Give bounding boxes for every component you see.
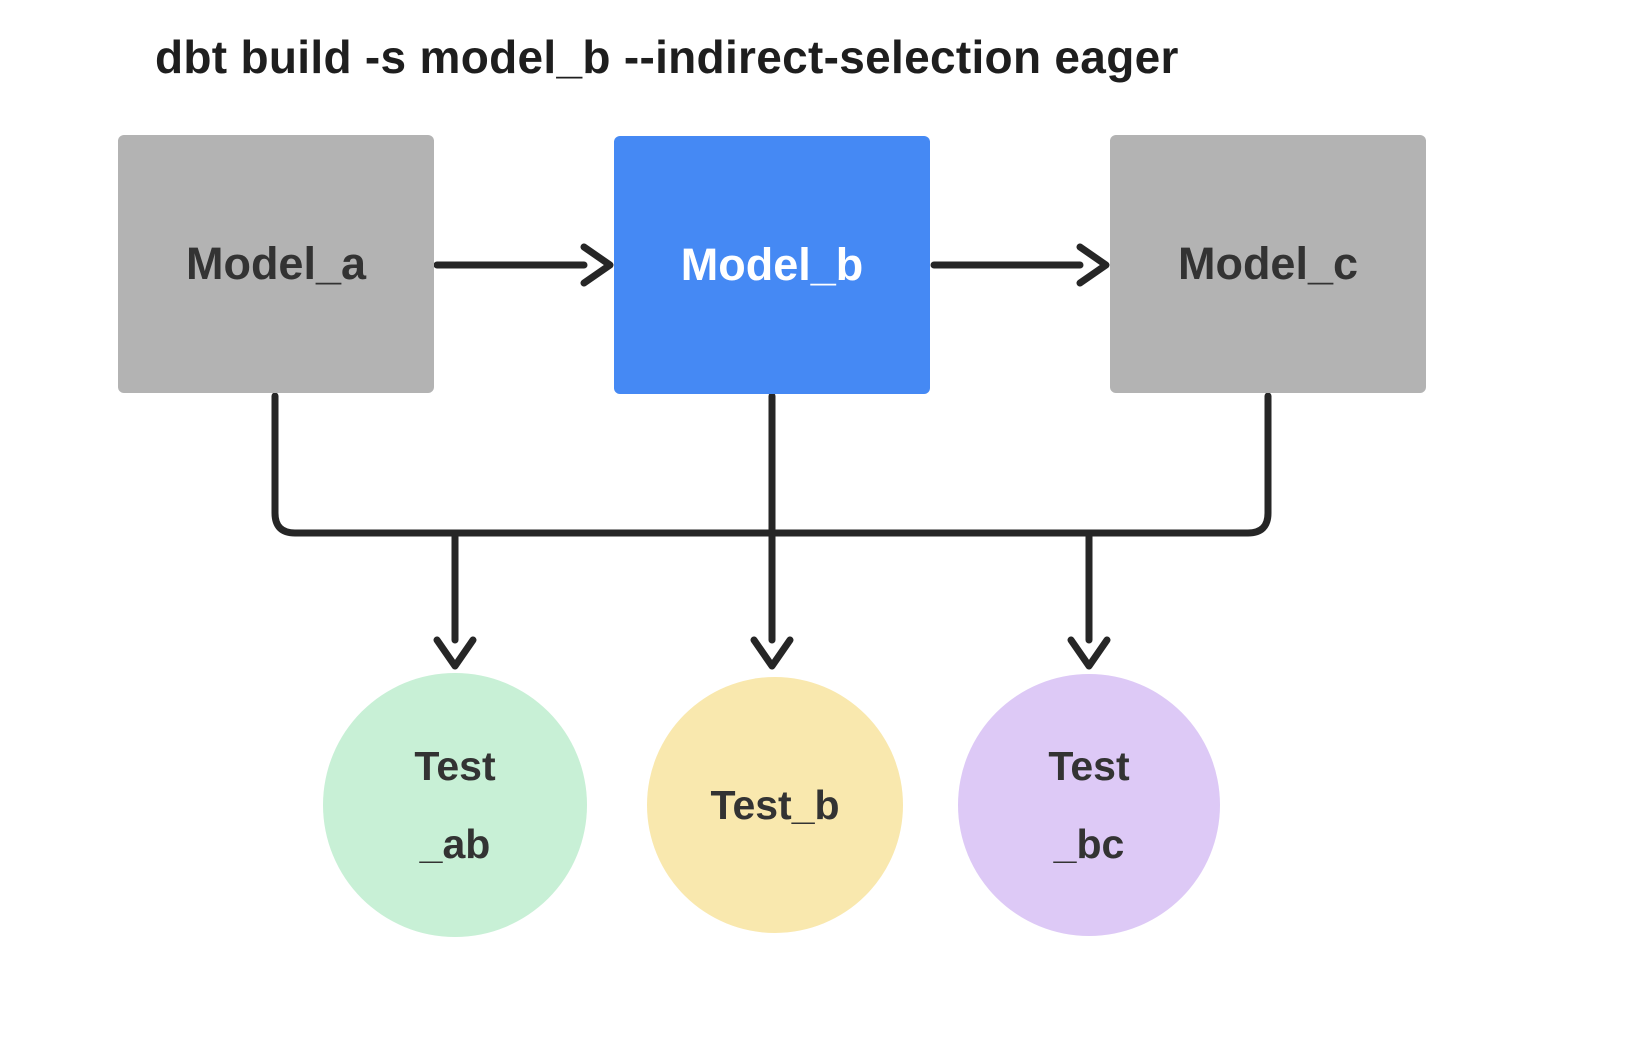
node-model-c-label: Model_c	[1177, 238, 1359, 289]
node-test-bc-label-line2: _bc	[1053, 821, 1125, 867]
node-test-bc-label-line1: Test	[1048, 743, 1130, 789]
node-test-b: Test_b	[647, 677, 903, 933]
node-test-ab: Test _ab	[323, 673, 587, 937]
node-model-a-label: Model_a	[185, 238, 367, 289]
node-test-ab-label-line2: _ab	[419, 821, 491, 867]
node-model-b: Model_b	[614, 136, 930, 394]
node-test-bc: Test _bc	[958, 674, 1220, 936]
node-test-b-label: Test_b	[710, 782, 840, 828]
fanout-bracket	[271, 392, 1272, 537]
node-model-a: Model_a	[118, 135, 434, 393]
node-test-ab-label-line1: Test	[414, 743, 496, 789]
diagram-title: dbt build -s model_b --indirect-selectio…	[155, 31, 1179, 83]
node-model-b-label: Model_b	[680, 239, 864, 290]
node-model-c: Model_c	[1110, 135, 1426, 393]
